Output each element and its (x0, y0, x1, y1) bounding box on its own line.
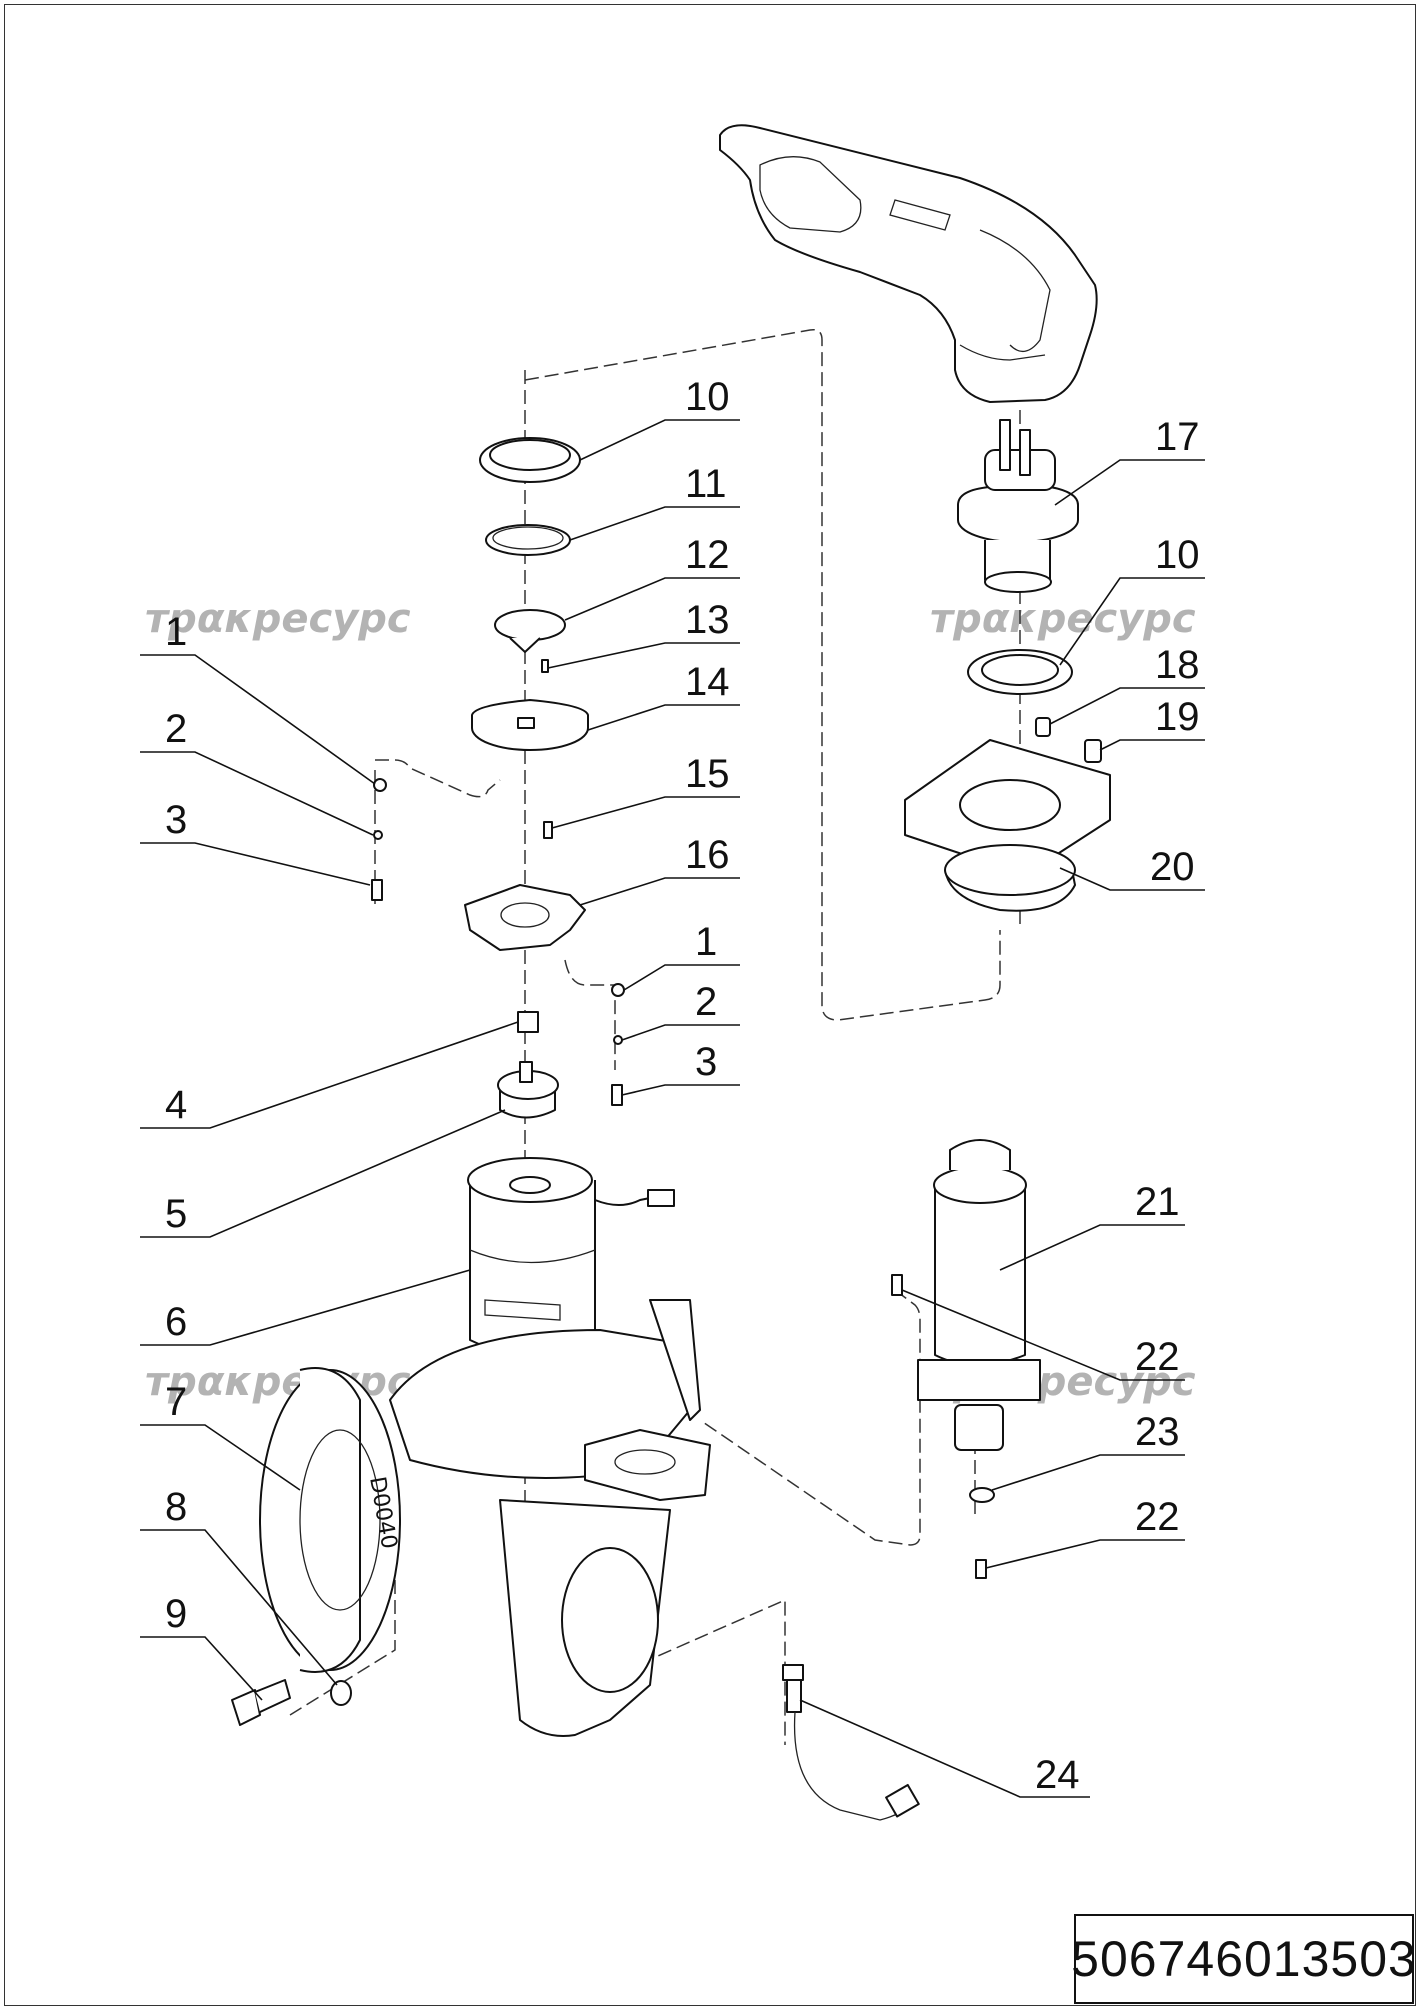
drawing-number: 506746013503 (1071, 1931, 1417, 1987)
callout-16: 16 (685, 833, 730, 877)
part-4 (517, 1011, 539, 1033)
callout-15: 15 (685, 752, 730, 796)
callout-10-left: 10 (685, 375, 730, 419)
callout-2-left: 2 (165, 707, 187, 751)
part-12 (494, 609, 566, 653)
part-16-plate (464, 884, 586, 951)
tiller-handle (719, 124, 1098, 403)
callout-21: 21 (1135, 1180, 1180, 1224)
callout-8: 8 (165, 1485, 187, 1529)
part-15 (543, 821, 553, 839)
callout-7: 7 (165, 1380, 187, 1424)
part-7-wheel: D0040 (259, 1367, 401, 1673)
callout-labels: 1 2 3 4 5 6 7 8 9 10 11 12 13 14 15 16 1 (140, 375, 1205, 1798)
callout-18: 18 (1155, 643, 1200, 687)
callout-23: 23 (1135, 1410, 1180, 1454)
part-18-19-bolts (1035, 717, 1102, 763)
callout-5: 5 (165, 1192, 187, 1236)
part-8-washer (330, 1680, 352, 1706)
part-5-encoder (497, 1061, 559, 1119)
drawing-number-box: 506746013503 (1071, 1914, 1417, 2004)
parts-22-23-small (891, 1274, 995, 1579)
part-13 (541, 659, 549, 673)
drawing-frame (4, 4, 1416, 2006)
callout-13: 13 (685, 598, 730, 642)
callout-10-right: 10 (1155, 533, 1200, 577)
callout-20: 20 (1150, 845, 1195, 889)
callout-24: 24 (1035, 1753, 1080, 1797)
callout-22-upper: 22 (1135, 1335, 1180, 1379)
callout-6: 6 (165, 1300, 187, 1344)
callout-19: 19 (1155, 695, 1200, 739)
part-24-sensor (782, 1664, 920, 1821)
callout-2-right: 2 (695, 980, 717, 1024)
parts-1-2-3-small (371, 778, 625, 1106)
part-9-bolt (231, 1679, 291, 1726)
callout-17: 17 (1155, 415, 1200, 459)
part-20-mount-plate (904, 739, 1111, 912)
part-21-pump-motor (917, 1139, 1041, 1451)
callout-22-lower: 22 (1135, 1495, 1180, 1539)
callout-3-right: 3 (695, 1040, 717, 1084)
callout-4: 4 (165, 1083, 187, 1127)
part-6-drive-housing (389, 1299, 711, 1737)
callout-1-right: 1 (695, 920, 717, 964)
callout-9: 9 (165, 1592, 187, 1636)
part-6-motor (467, 1157, 675, 1355)
watermark-text: трακресурс (930, 596, 1196, 642)
part-11-snap-ring (485, 524, 571, 556)
callout-11: 11 (685, 462, 727, 506)
part-10-right (967, 649, 1073, 695)
part-17 (957, 419, 1079, 593)
callout-14: 14 (685, 660, 730, 704)
part-10-left (479, 437, 581, 483)
part-14 (471, 699, 589, 751)
callout-3-left: 3 (165, 798, 187, 842)
callout-12: 12 (685, 533, 730, 577)
callout-1-left: 1 (165, 610, 187, 654)
watermark-text: трακресурс (145, 596, 411, 642)
